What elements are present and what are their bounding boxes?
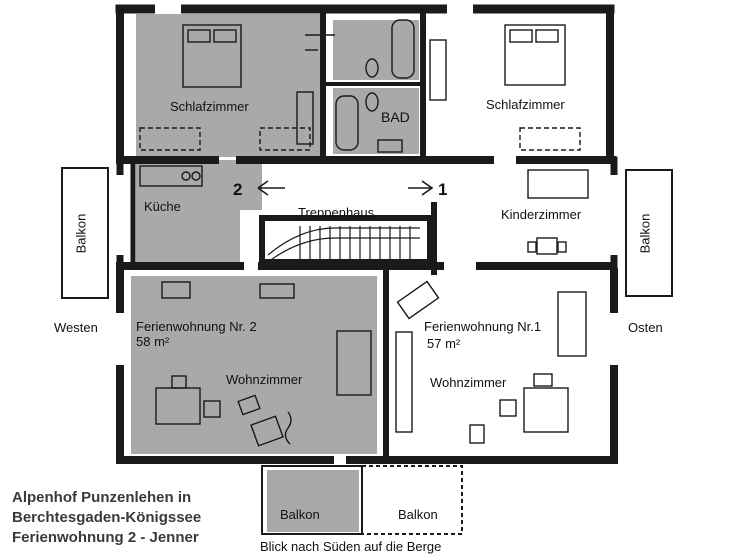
room-label-wohnzimmer-left: Wohnzimmer [226,372,303,387]
room-label-schlafzimmer-left: Schlafzimmer [170,99,249,114]
walls [115,4,619,464]
entrance-arrows [256,180,434,196]
direction-east: Osten [628,320,663,335]
room-label-schlafzimmer-right: Schlafzimmer [486,97,565,112]
room-label-treppenhaus: Treppenhaus [298,205,375,220]
balcony-label-east: Balkon [637,213,653,254]
apartment-2-area: 58 m² [136,334,170,349]
balconies-outline [61,167,673,535]
direction-south: Blick nach Süden auf die Berge [260,539,442,554]
room-label-kueche: Küche [144,199,181,214]
room-label-kinderzimmer: Kinderzimmer [501,207,582,222]
apartment-1-name: Ferienwohnung Nr.1 [424,319,542,334]
balcony-label-west: Balkon [73,213,89,254]
direction-west: Westen [54,320,98,335]
balcony-label-south-left: Balkon [280,507,320,522]
room-label-wohnzimmer-right: Wohnzimmer [430,375,507,390]
room-label-bad: BAD [381,109,410,125]
entrance-2-number: 2 [233,180,243,199]
plan-title: Alpenhof Punzenlehen in Berchtesgaden-Kö… [12,488,262,548]
entrance-2-marker [222,172,258,208]
balcony-label-south-right: Balkon [398,507,438,522]
apartment-2-shading [131,14,419,532]
staircase [267,226,420,263]
apartment-2-name: Ferienwohnung Nr. 2 [136,319,257,334]
entrance-1-number: 1 [438,180,448,199]
apartment-1-area: 57 m² [427,336,461,351]
furniture [139,19,589,447]
title-line-1: Alpenhof Punzenlehen in [12,489,192,506]
title-line-3: Ferienwohnung 2 - Jenner [12,529,199,546]
title-line-2: Berchtesgaden-Königssee [12,509,202,526]
